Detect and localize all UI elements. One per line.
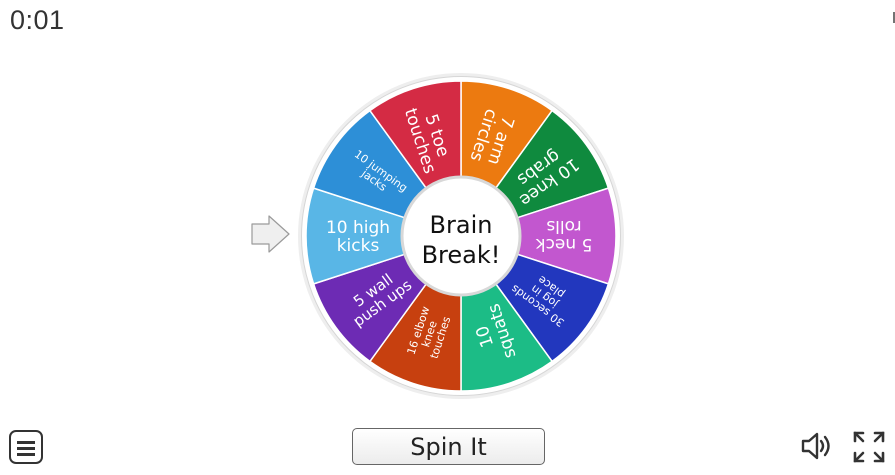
speaker-sound-icon[interactable]	[800, 431, 834, 461]
hamburger-menu-icon[interactable]	[9, 430, 43, 464]
center-text-line-2: Break!	[422, 241, 501, 269]
spin-button[interactable]: Spin It	[352, 428, 545, 465]
wheel-segment-label-line: kicks	[337, 236, 380, 256]
center-text-line-1: Brain	[430, 211, 493, 239]
wheel-segment-label-line: 5 neck	[536, 234, 593, 254]
timer: 0:01	[10, 5, 65, 35]
wheel-segment-label-line: rolls	[546, 216, 581, 236]
wheel-segment-label-line: 10 high	[326, 218, 390, 238]
corner-mark	[892, 10, 895, 24]
wheel-segment-label: 5 neckrolls	[536, 216, 593, 254]
wheel-segment	[458, 187, 617, 285]
wheel-hub[interactable]: Brain Break!	[400, 175, 522, 297]
arrow-pointer-icon	[251, 215, 290, 253]
control-bar: Spin It	[0, 421, 895, 475]
wheel-segment	[305, 187, 464, 285]
fullscreen-expand-icon[interactable]	[852, 430, 886, 464]
